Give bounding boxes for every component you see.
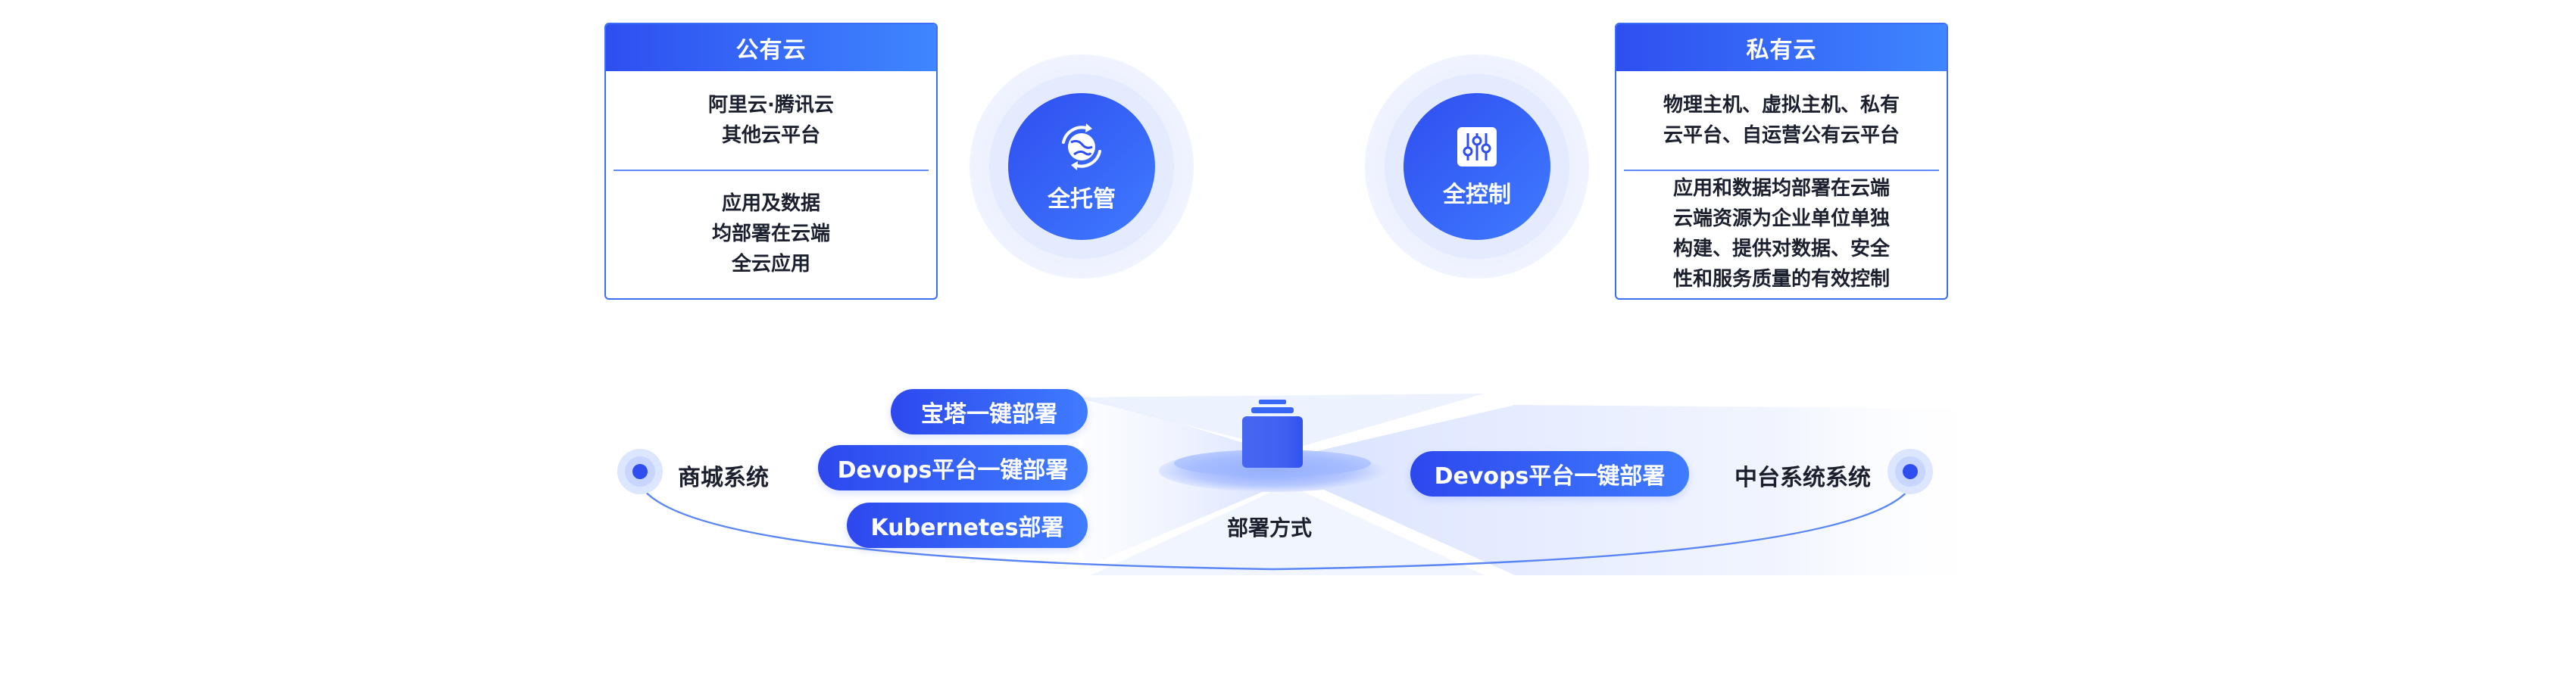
private-cloud-providers: 物理主机、虚拟主机、私有 云平台、自运营公有云平台 bbox=[1663, 94, 1900, 147]
left-endpoint-dot bbox=[617, 449, 663, 494]
devops-deploy-pill-right[interactable]: Devops平台一键部署 bbox=[1410, 451, 1689, 497]
deploy-method-label: 部署方式 bbox=[1227, 515, 1313, 540]
control-circle: 全控制 bbox=[1404, 93, 1550, 240]
connection-arc bbox=[639, 484, 1914, 571]
middle-platform-label: 中台系统系统 bbox=[1735, 465, 1871, 491]
public-cloud-card: 公有云 阿里云·腾讯云 其他云平台 应用及数据 均部署在云端 全云应用 bbox=[604, 23, 938, 300]
public-cloud-title: 公有云 bbox=[606, 24, 936, 71]
public-cloud-providers: 阿里云·腾讯云 其他云平台 bbox=[708, 94, 834, 147]
managed-label: 全托管 bbox=[1048, 186, 1116, 213]
sliders-icon bbox=[1457, 127, 1497, 167]
mall-system-label: 商城系统 bbox=[678, 465, 769, 491]
private-cloud-card: 私有云 物理主机、虚拟主机、私有 云平台、自运营公有云平台 应用和数据均部署在云… bbox=[1615, 23, 1948, 300]
right-endpoint-dot bbox=[1888, 449, 1933, 494]
baota-deploy-pill[interactable]: 宝塔一键部署 bbox=[891, 389, 1088, 434]
control-label: 全控制 bbox=[1443, 182, 1511, 208]
managed-circle: 全托管 bbox=[1008, 93, 1155, 240]
card-divider bbox=[1624, 170, 1939, 171]
kubernetes-deploy-pill[interactable]: Kubernetes部署 bbox=[847, 503, 1088, 548]
private-cloud-description: 应用和数据均部署在云端 云端资源为企业单位单独 构建、提供对数据、安全 性和服务… bbox=[1672, 177, 1890, 291]
globe-sync-icon bbox=[1062, 123, 1101, 170]
card-divider bbox=[614, 170, 929, 171]
private-cloud-title: 私有云 bbox=[1616, 24, 1947, 71]
server-stack-icon bbox=[1242, 400, 1303, 468]
devops-deploy-pill-left[interactable]: Devops平台一键部署 bbox=[818, 445, 1088, 490]
public-cloud-description: 应用及数据 均部署在云端 全云应用 bbox=[711, 192, 830, 276]
left-beam-lower bbox=[1091, 484, 1485, 575]
